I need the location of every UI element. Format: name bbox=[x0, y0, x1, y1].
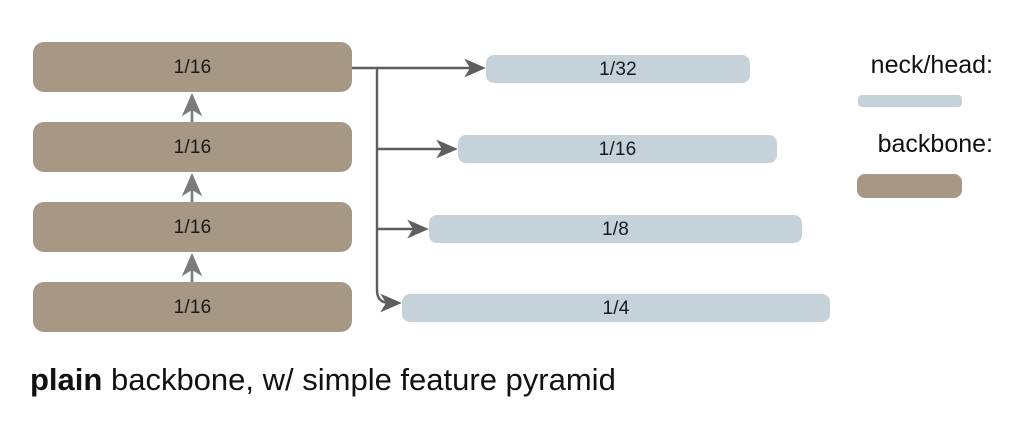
backbone-block-2: 1/16 bbox=[33, 202, 352, 252]
backbone-block-3-label: 1/16 bbox=[173, 136, 212, 158]
pyramid-branch-arrows bbox=[377, 58, 486, 313]
legend-swatch-neck-head bbox=[858, 95, 962, 107]
legend-swatch-backbone bbox=[857, 174, 962, 198]
pyramid-block-1-4-label: 1/4 bbox=[602, 297, 630, 319]
backbone-block-1: 1/16 bbox=[33, 282, 352, 332]
figure-caption: plain backbone, w/ simple feature pyrami… bbox=[30, 362, 616, 397]
backbone-block-3: 1/16 bbox=[33, 122, 352, 172]
caption-rest: backbone, w/ simple feature pyramid bbox=[102, 362, 616, 397]
legend-label-backbone: backbone: bbox=[877, 130, 993, 158]
pyramid-block-1-32: 1/32 bbox=[486, 55, 750, 83]
pyramid-block-1-8: 1/8 bbox=[429, 215, 802, 243]
legend-label-neck-head: neck/head: bbox=[870, 51, 993, 79]
caption-bold-word: plain bbox=[30, 362, 103, 397]
pyramid-block-1-16: 1/16 bbox=[458, 135, 777, 163]
backbone-block-4-label: 1/16 bbox=[173, 56, 212, 78]
pyramid-block-1-32-label: 1/32 bbox=[599, 58, 637, 80]
backbone-block-2-label: 1/16 bbox=[173, 216, 212, 238]
pyramid-block-1-16-label: 1/16 bbox=[598, 138, 637, 160]
backbone-block-1-label: 1/16 bbox=[173, 296, 212, 318]
pyramid-block-1-8-label: 1/8 bbox=[601, 218, 629, 240]
pyramid-trunk bbox=[352, 66, 391, 305]
backbone-block-4: 1/16 bbox=[33, 42, 352, 92]
pyramid-block-1-4: 1/4 bbox=[402, 294, 830, 322]
